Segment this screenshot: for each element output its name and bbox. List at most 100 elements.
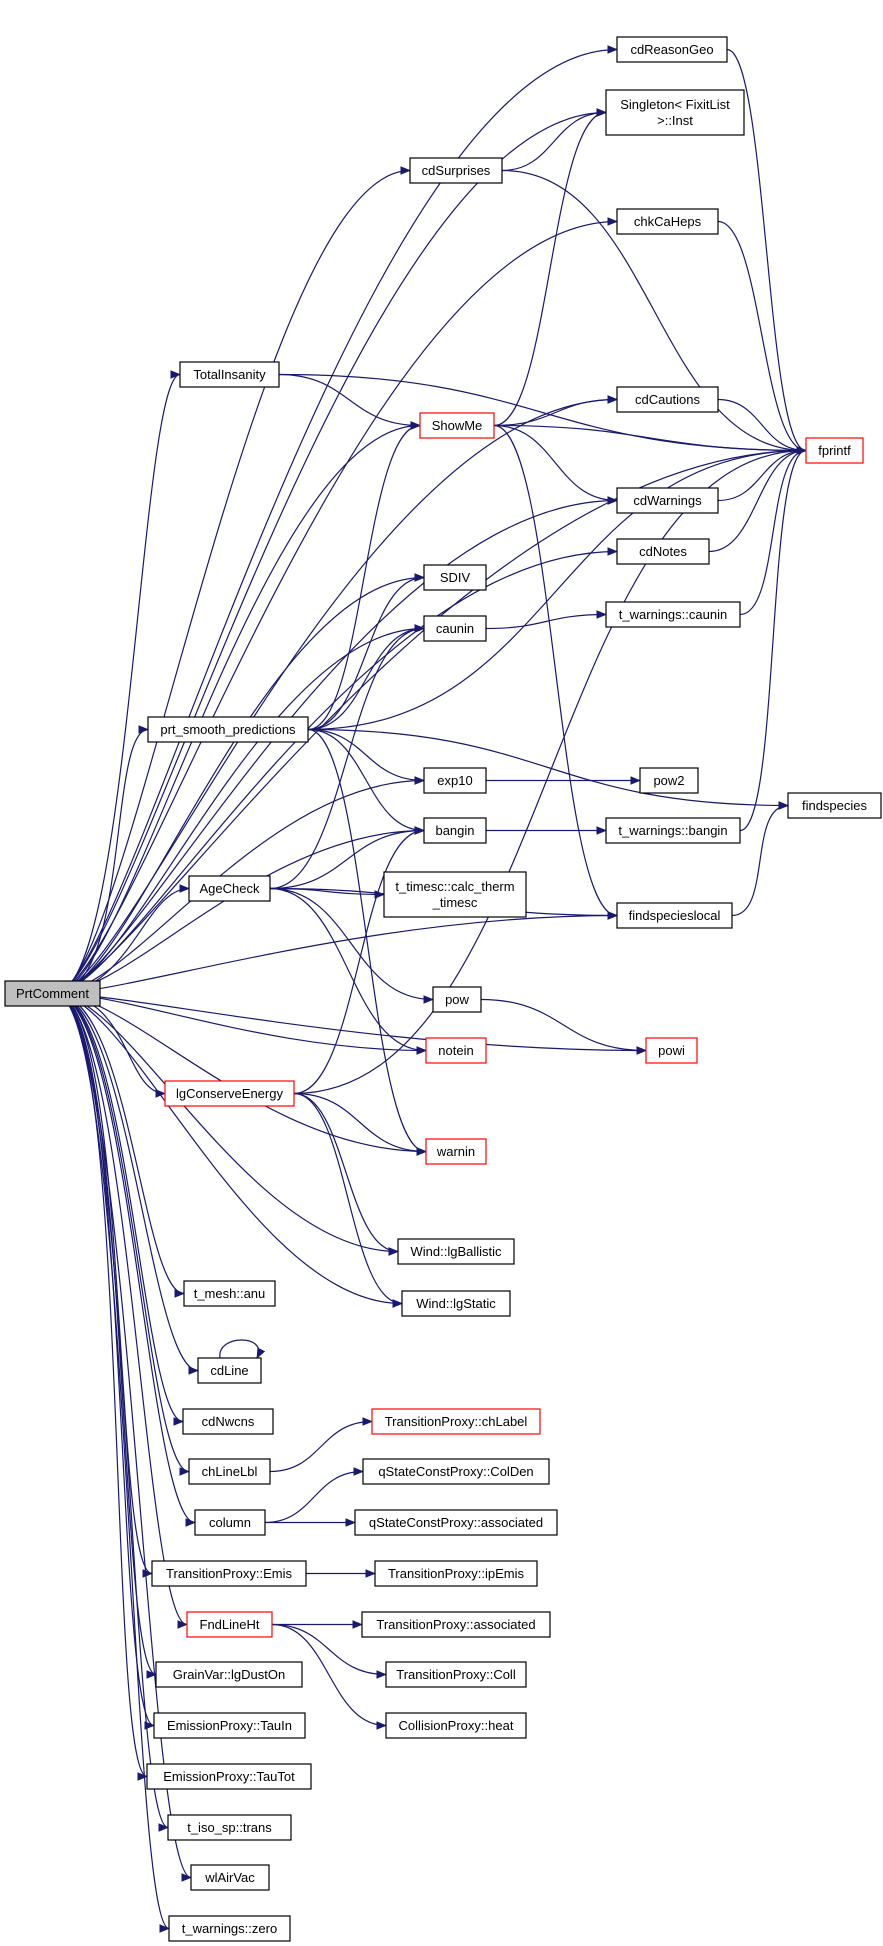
node-label: TransitionProxy::Coll	[396, 1667, 516, 1682]
node-lgconserveenergy[interactable]: lgConserveEnergy	[164, 1080, 295, 1107]
node-tp-coll[interactable]: TransitionProxy::Coll	[385, 1661, 527, 1688]
node-label: >::Inst	[657, 113, 693, 128]
node-label: cdCautions	[635, 392, 701, 407]
node-cp-heat[interactable]: CollisionProxy::heat	[385, 1712, 527, 1739]
node-box	[385, 1712, 527, 1739]
node-box	[423, 767, 487, 794]
node-t-warnings-zero[interactable]: t_warnings::zero	[168, 1915, 291, 1942]
node-box	[186, 1611, 273, 1638]
node-cdreasongeo[interactable]: cdReasonGeo	[616, 36, 728, 63]
edge-prtcomment-to-ep-tautot	[54, 992, 149, 1781]
node-box	[432, 986, 482, 1013]
edge-pow-to-powi	[480, 998, 648, 1055]
node-cdwarnings[interactable]: cdWarnings	[616, 487, 719, 514]
node-box	[616, 538, 710, 565]
node-label: notein	[438, 1043, 473, 1058]
node-qscp-associated[interactable]: qStateConstProxy::associated	[354, 1509, 558, 1536]
edge-showme-to-cdwarnings	[493, 424, 619, 505]
edge-lgconserveenergy-to-bangin	[293, 826, 426, 1095]
node-exp10[interactable]: exp10	[423, 767, 487, 794]
edge-fndlineht-to-cp-heat	[271, 1623, 388, 1730]
edge-prt-smooth-predictions-to-findspecies	[307, 728, 790, 810]
node-label: caunin	[436, 621, 474, 636]
node-pow[interactable]: pow	[432, 986, 482, 1013]
node-chkcaheps[interactable]: chkCaHeps	[616, 208, 719, 235]
edge-prtcomment-to-grainvar-lgduston	[54, 992, 158, 1679]
node-label: TransitionProxy::associated	[376, 1617, 535, 1632]
node-tp-chlabel[interactable]: TransitionProxy::chLabel	[371, 1408, 541, 1435]
node-cdnwcns[interactable]: cdNwcns	[182, 1408, 274, 1435]
node-box	[168, 1915, 291, 1942]
node-label: qStateConstProxy::associated	[369, 1515, 543, 1530]
node-prt-smooth-predictions[interactable]: prt_smooth_predictions	[147, 716, 309, 743]
edge-totalinsanity-to-showme	[278, 373, 422, 430]
edge-prtcomment-to-wind-lgstatic	[54, 992, 404, 1308]
edge-prtcomment-to-cdsurprises	[54, 166, 412, 995]
node-chlinelbl[interactable]: chLineLbl	[188, 1458, 271, 1485]
node-box	[371, 1408, 541, 1435]
node-tp-associated[interactable]: TransitionProxy::associated	[361, 1611, 551, 1638]
node-label: column	[209, 1515, 251, 1530]
node-label: TransitionProxy::ipEmis	[388, 1566, 525, 1581]
edge-prtcomment-to-tp-emis	[54, 992, 154, 1578]
edge-fndlineht-to-tp-coll	[271, 1623, 388, 1679]
node-prtcomment[interactable]: PrtComment	[4, 980, 101, 1007]
edge-prtcomment-to-showme	[54, 421, 422, 995]
node-fprintf[interactable]: fprintf	[805, 437, 864, 464]
node-tp-emis[interactable]: TransitionProxy::Emis	[151, 1560, 307, 1587]
node-box	[385, 1661, 527, 1688]
node-tp-ipemis[interactable]: TransitionProxy::ipEmis	[374, 1560, 538, 1587]
node-t-warnings-caunin[interactable]: t_warnings::caunin	[605, 601, 741, 628]
edge-prtcomment-to-ep-tauin	[54, 992, 156, 1730]
node-box	[167, 1814, 292, 1841]
node-wlairvac[interactable]: wlAirVac	[190, 1864, 270, 1891]
node-cdcautions[interactable]: cdCautions	[616, 386, 719, 413]
node-cdsurprises[interactable]: cdSurprises	[409, 157, 503, 184]
node-box	[409, 157, 503, 184]
edge-prtcomment-to-cdwarnings	[54, 496, 619, 995]
node-label: Singleton< FixitList	[620, 97, 730, 112]
node-notein[interactable]: notein	[425, 1037, 487, 1064]
node-grainvar-lgduston[interactable]: GrainVar::lgDustOn	[155, 1661, 303, 1688]
node-agecheck[interactable]: AgeCheck	[188, 875, 271, 902]
node-t-mesh-anu[interactable]: t_mesh::anu	[183, 1280, 276, 1307]
node-showme[interactable]: ShowMe	[419, 412, 495, 439]
node-ep-tauin[interactable]: EmissionProxy::TauIn	[153, 1712, 306, 1739]
node-bangin[interactable]: bangin	[423, 817, 487, 844]
node-label: ShowMe	[432, 418, 483, 433]
node-wind-lgstatic[interactable]: Wind::lgStatic	[401, 1290, 511, 1317]
node-column[interactable]: column	[194, 1509, 266, 1536]
node-label: exp10	[437, 773, 472, 788]
edge-prtcomment-to-powi	[54, 992, 648, 1055]
node-qscp-colden[interactable]: qStateConstProxy::ColDen	[362, 1458, 550, 1485]
node-singleton[interactable]: Singleton< FixitList>::Inst	[605, 89, 745, 136]
node-powi[interactable]: powi	[645, 1037, 698, 1064]
edge-prtcomment-to-chkcaheps	[54, 217, 619, 995]
edge-prt-smooth-predictions-to-sdiv	[307, 573, 426, 731]
node-cdnotes[interactable]: cdNotes	[616, 538, 710, 565]
node-t-warnings-bangin[interactable]: t_warnings::bangin	[605, 817, 741, 844]
node-label: FndLineHt	[200, 1617, 260, 1632]
node-pow2[interactable]: pow2	[639, 767, 699, 794]
node-box	[188, 875, 271, 902]
node-box	[397, 1238, 515, 1265]
node-cdline[interactable]: cdLine	[197, 1357, 262, 1384]
node-calc-therm-timesc[interactable]: t_timesc::calc_therm_timesc	[383, 871, 527, 918]
node-label: pow	[445, 992, 469, 1007]
node-t-iso-sp-trans[interactable]: t_iso_sp::trans	[167, 1814, 292, 1841]
node-caunin[interactable]: caunin	[423, 615, 487, 642]
node-box	[787, 792, 882, 819]
node-wind-lgballistic[interactable]: Wind::lgBallistic	[397, 1238, 515, 1265]
node-findspecies[interactable]: findspecies	[787, 792, 882, 819]
node-warnin[interactable]: warnin	[425, 1138, 487, 1165]
edge-lgconserveenergy-to-wind-lgstatic	[293, 1092, 404, 1308]
edge-cdreasongeo-to-fprintf	[726, 48, 808, 455]
edge-agecheck-to-caunin	[269, 624, 426, 890]
node-sdiv[interactable]: SDIV	[423, 564, 487, 591]
node-findspecieslocal[interactable]: findspecieslocal	[616, 902, 733, 929]
node-ep-tautot[interactable]: EmissionProxy::TauTot	[146, 1763, 312, 1790]
node-totalinsanity[interactable]: TotalInsanity	[179, 361, 280, 388]
node-fndlineht[interactable]: FndLineHt	[186, 1611, 273, 1638]
edge-prtcomment-to-cdnwcns	[54, 992, 185, 1426]
